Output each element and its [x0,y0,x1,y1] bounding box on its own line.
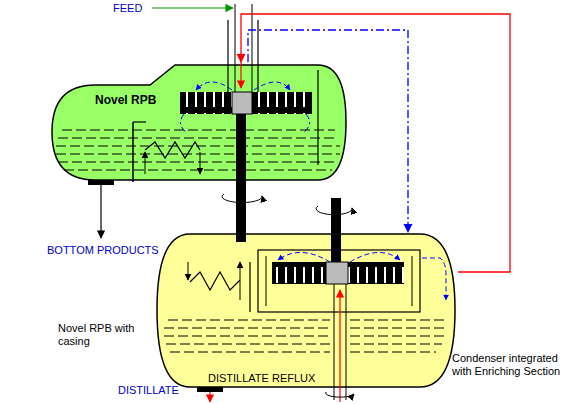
rotor [180,92,312,114]
note-label: Condenser integrated with Enriching Sect… [452,352,570,378]
stream-label: FEED [113,2,142,15]
bottom-rpb [164,198,448,402]
vessel-label: Novel RPB [95,94,156,107]
vessel-outline [155,232,458,390]
stream-label: DISTILLATE [118,384,179,397]
rotor [272,262,404,284]
shaft [236,114,246,242]
vessel-label: Novel RPB with casing [58,322,150,348]
stream-label: BOTTOM PRODUCTS [47,244,159,257]
vessel: Novel RPB [50,62,348,184]
stream-connector [241,14,510,272]
vessel: Novel RPB with casing [155,232,458,390]
vessel-outline [50,62,348,184]
shaft [331,198,341,262]
feed-line [152,7,233,8]
stream-label: DISTILLATE REFLUX [208,372,315,385]
top-rpb [56,4,340,242]
stream-connector [248,30,408,232]
